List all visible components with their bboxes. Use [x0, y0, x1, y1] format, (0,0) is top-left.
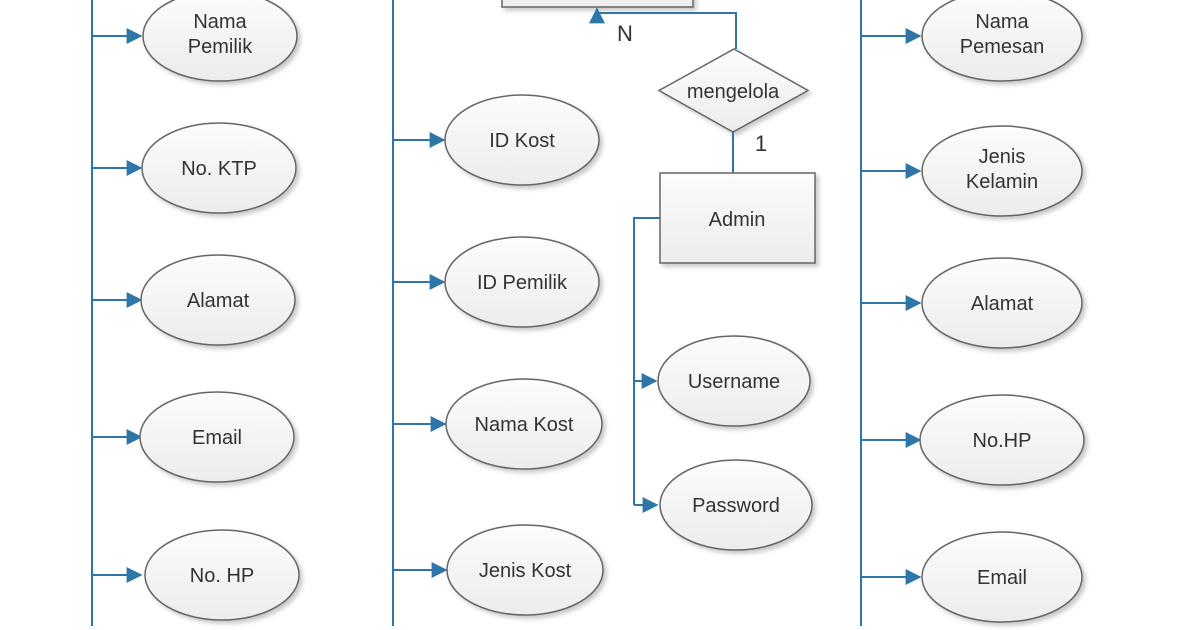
right-attribute-group: Nama Pemesan Jenis Kelamin Alamat No.HP … — [860, 0, 1085, 626]
attribute-ellipse-no-ktp: No. KTP — [141, 122, 297, 214]
admin-attribute-spine — [633, 217, 660, 505]
attribute-label: Nama Kost — [475, 414, 574, 436]
attribute-label: ID Pemilik — [477, 272, 568, 294]
ellipse-shape — [142, 0, 298, 82]
attribute-ellipse-nama-pemesan: Nama Pemesan — [921, 0, 1083, 82]
top-entity-rectangle-partial — [501, 0, 694, 8]
ellipse-shape — [921, 257, 1083, 349]
attribute-label: Pemilik — [188, 36, 253, 58]
ellipse-shape — [446, 524, 604, 616]
ellipse-shape — [445, 378, 603, 470]
ellipse-shape — [919, 394, 1085, 486]
attribute-ellipse-id-pemilik: ID Pemilik — [444, 236, 600, 328]
entity-admin: Admin — [659, 172, 816, 264]
attribute-ellipse-no-hp-pemilik: No. HP — [144, 529, 300, 621]
ellipse-shape — [921, 125, 1083, 217]
ellipse-shape — [921, 0, 1083, 82]
attribute-ellipse-username: Username — [657, 335, 811, 427]
attribute-ellipse-email-pemilik: Email — [139, 391, 295, 483]
ellipse-shape — [657, 335, 811, 427]
relationship-label: mengelola — [687, 81, 780, 103]
middle-attribute-group: ID Kost ID Pemilik Nama Kost Jenis Kost — [392, 0, 604, 626]
attribute-label: Nama — [193, 11, 247, 33]
attribute-ellipse-jenis-kost: Jenis Kost — [446, 524, 604, 616]
attribute-label: Alamat — [971, 293, 1034, 315]
entity-label: Admin — [709, 209, 766, 231]
center-group: N mengelola 1 Admin Username Password — [501, 0, 816, 551]
attribute-label: Email — [977, 567, 1027, 589]
attribute-ellipse-alamat-pemesan: Alamat — [921, 257, 1083, 349]
attribute-ellipse-jenis-kelamin: Jenis Kelamin — [921, 125, 1083, 217]
attribute-ellipse-email-pemesan: Email — [921, 531, 1083, 623]
attribute-label: ID Kost — [489, 130, 555, 152]
attribute-label: Email — [192, 427, 242, 449]
attribute-label: Alamat — [187, 290, 250, 312]
ellipse-shape — [444, 236, 600, 328]
attribute-label: No. HP — [190, 565, 254, 587]
attribute-label: Nama — [975, 11, 1029, 33]
attribute-label: Pemesan — [960, 36, 1045, 58]
cardinality-n-label: N — [617, 21, 633, 46]
relationship-to-entity-connector — [589, 7, 737, 49]
attribute-label: No. KTP — [181, 158, 257, 180]
attribute-ellipse-nama-kost: Nama Kost — [445, 378, 603, 470]
attribute-label: Jenis Kost — [479, 560, 572, 582]
attribute-ellipse-no-hp-pemesan: No.HP — [919, 394, 1085, 486]
ellipse-shape — [141, 122, 297, 214]
attribute-label: Jenis — [979, 146, 1026, 168]
ellipse-shape — [140, 254, 296, 346]
attribute-label: Username — [688, 371, 780, 393]
attribute-ellipse-id-kost: ID Kost — [444, 94, 600, 186]
attribute-label: Kelamin — [966, 171, 1038, 193]
attribute-ellipse-nama-pemilik: Nama Pemilik — [142, 0, 298, 82]
relationship-diamond-mengelola: mengelola — [657, 48, 810, 133]
attribute-label: Password — [692, 495, 780, 517]
cardinality-1-label: 1 — [755, 131, 767, 156]
ellipse-shape — [139, 391, 295, 483]
attribute-ellipse-alamat-pemilik: Alamat — [140, 254, 296, 346]
attribute-label: No.HP — [973, 430, 1032, 452]
ellipse-shape — [444, 94, 600, 186]
ellipse-shape — [659, 459, 813, 551]
left-attribute-group: Nama Pemilik No. KTP Alamat Email No. HP — [91, 0, 300, 626]
ellipse-shape — [921, 531, 1083, 623]
attribute-ellipse-password: Password — [659, 459, 813, 551]
ellipse-shape — [144, 529, 300, 621]
